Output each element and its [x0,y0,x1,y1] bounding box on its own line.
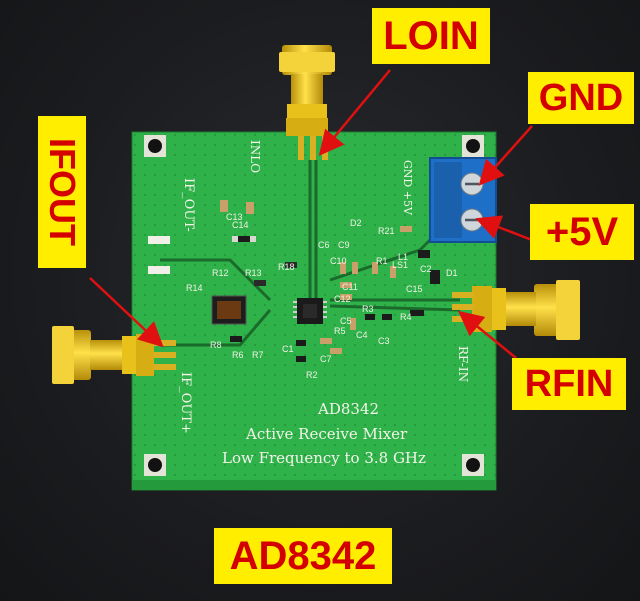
rfin-arrow [458,310,517,359]
refdes-r21: R21 [378,226,395,236]
callout-rfin: RFIN [512,358,626,410]
silk-gnd-5v-label: GND +5V [401,160,414,215]
refdes-c5: C5 [340,316,352,326]
refdes-c13: C13 [226,212,243,222]
refdes-d1: D1 [446,268,458,278]
loin-arrow [318,69,391,156]
silk-description: Active Receive Mixer [246,425,408,443]
silk-if-out-plus-label: IF_OUT+ [178,372,193,434]
gnd-arrow [478,125,533,186]
silk-chip-name: AD8342 [318,400,380,418]
refdes-c15: C15 [406,284,423,294]
plus5v-arrow [475,215,533,242]
refdes-r2: R2 [306,370,318,380]
refdes-r5: R5 [334,326,346,336]
refdes-l1: L1 [398,252,409,262]
sma-connector-lo [279,45,335,160]
refdes-r3: R3 [362,304,374,314]
refdes-r1: R1 [376,256,388,266]
refdes-r13: R13 [245,268,262,278]
refdes-c4: C4 [356,330,368,340]
ifout-arrow [89,277,164,348]
refdes-r7: R7 [252,350,264,360]
silk-if-out-minus-label: IF_OUT- [181,178,196,232]
refdes-c1: C1 [282,344,294,354]
mounting-holes [144,135,484,476]
sma-connector-if [52,326,176,384]
refdes-d2: D2 [350,218,362,228]
refdes-r8: R8 [210,340,222,350]
smd-components [148,200,440,362]
sma-connector-rf [452,280,580,340]
refdes-c14: C14 [232,220,249,230]
refdes-c9: C9 [338,240,350,250]
ad8342-ic [293,298,327,324]
refdes-r12: R12 [212,268,229,278]
power-terminal-block [429,157,497,243]
refdes-r4: R4 [400,312,412,322]
refdes-c10: C10 [330,256,347,266]
callout-plus5v: +5V [530,204,634,260]
refdes-r6: R6 [232,350,244,360]
refdes-c2: C2 [420,264,432,274]
callout-arrows [89,69,533,359]
callout-part-number: AD8342 [214,528,392,584]
refdes-c7: C7 [320,354,332,364]
refdes-c3: C3 [378,336,390,346]
callout-ifout-text: IFOUT [42,138,84,246]
refdes-r14: R14 [186,283,203,293]
silk-rf-in-label: RF-IN [456,346,470,383]
refdes-ls1: LS1 [392,260,409,270]
refdes-c6: C6 [318,240,330,250]
silk-frequency: Low Frequency to 3.8 GHz [222,449,426,467]
refdes-c12: C12 [334,294,351,304]
refdes-c11: C11 [342,282,358,292]
silk-inlo-label: INLO [248,140,262,174]
callout-ifout: IFOUT [38,116,86,268]
callout-loin: LOIN [372,8,490,64]
callout-gnd: GND [528,72,634,124]
refdes-r18: R18 [278,262,295,272]
if-transformer [211,295,247,325]
